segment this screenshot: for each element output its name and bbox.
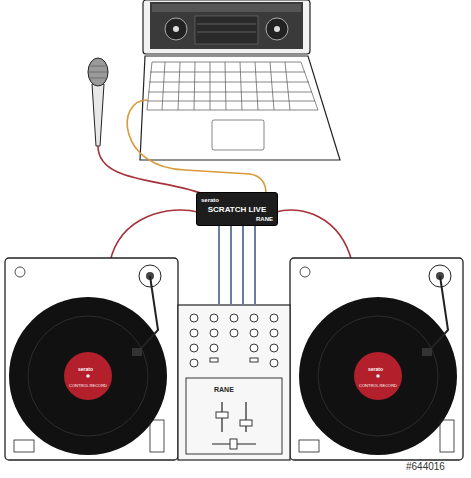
record-label-text: serato [368, 366, 383, 372]
node-text: RANE [256, 216, 273, 222]
record-label-text: CONTROL RECORD [69, 383, 107, 388]
record-label-text: serato [78, 366, 93, 372]
watermark: #644016 [406, 461, 445, 472]
node-text: SCRATCH LIVE [208, 205, 267, 214]
interface-box: seratoSCRATCH LIVE RANE [196, 192, 278, 226]
audio-cable [218, 226, 220, 305]
node-text: serato [201, 197, 219, 203]
audio-cable [230, 226, 232, 305]
audio-cable [242, 226, 244, 305]
record-label-text: CONTROL RECORD [359, 383, 397, 388]
mixer: RANE [178, 305, 290, 460]
node-text: RANE [213, 386, 235, 393]
audio-cable [254, 226, 256, 305]
